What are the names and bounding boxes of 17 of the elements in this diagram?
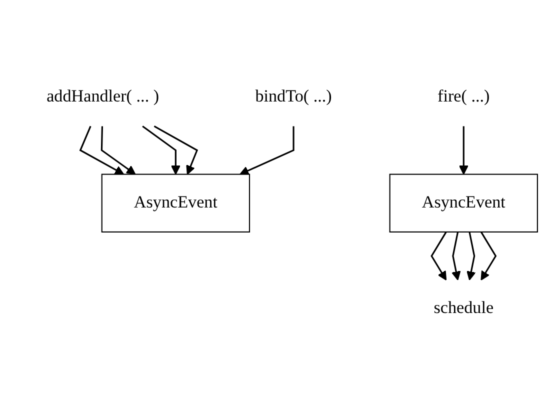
arrow xyxy=(466,232,476,280)
flow-diagram: addHandler( ... ) AsyncEvent bindTo( ...) fire( ...) AsyncEvent schedule xyxy=(6,60,546,346)
arrow xyxy=(430,231,447,280)
node-text: fire( ...) xyxy=(438,88,490,106)
arrow xyxy=(458,126,468,175)
arrow xyxy=(480,231,497,280)
node-box xyxy=(389,174,538,232)
node-text: schedule xyxy=(434,299,494,318)
arrow xyxy=(240,126,294,175)
node-text: bindTo( ...) xyxy=(255,88,332,106)
node-box xyxy=(101,174,250,232)
arrow xyxy=(79,126,124,175)
arrow xyxy=(142,125,180,175)
arrow xyxy=(452,232,461,280)
arrow xyxy=(100,126,136,175)
arrow xyxy=(154,125,198,175)
node-text: addHandler( ... ) xyxy=(46,88,160,106)
